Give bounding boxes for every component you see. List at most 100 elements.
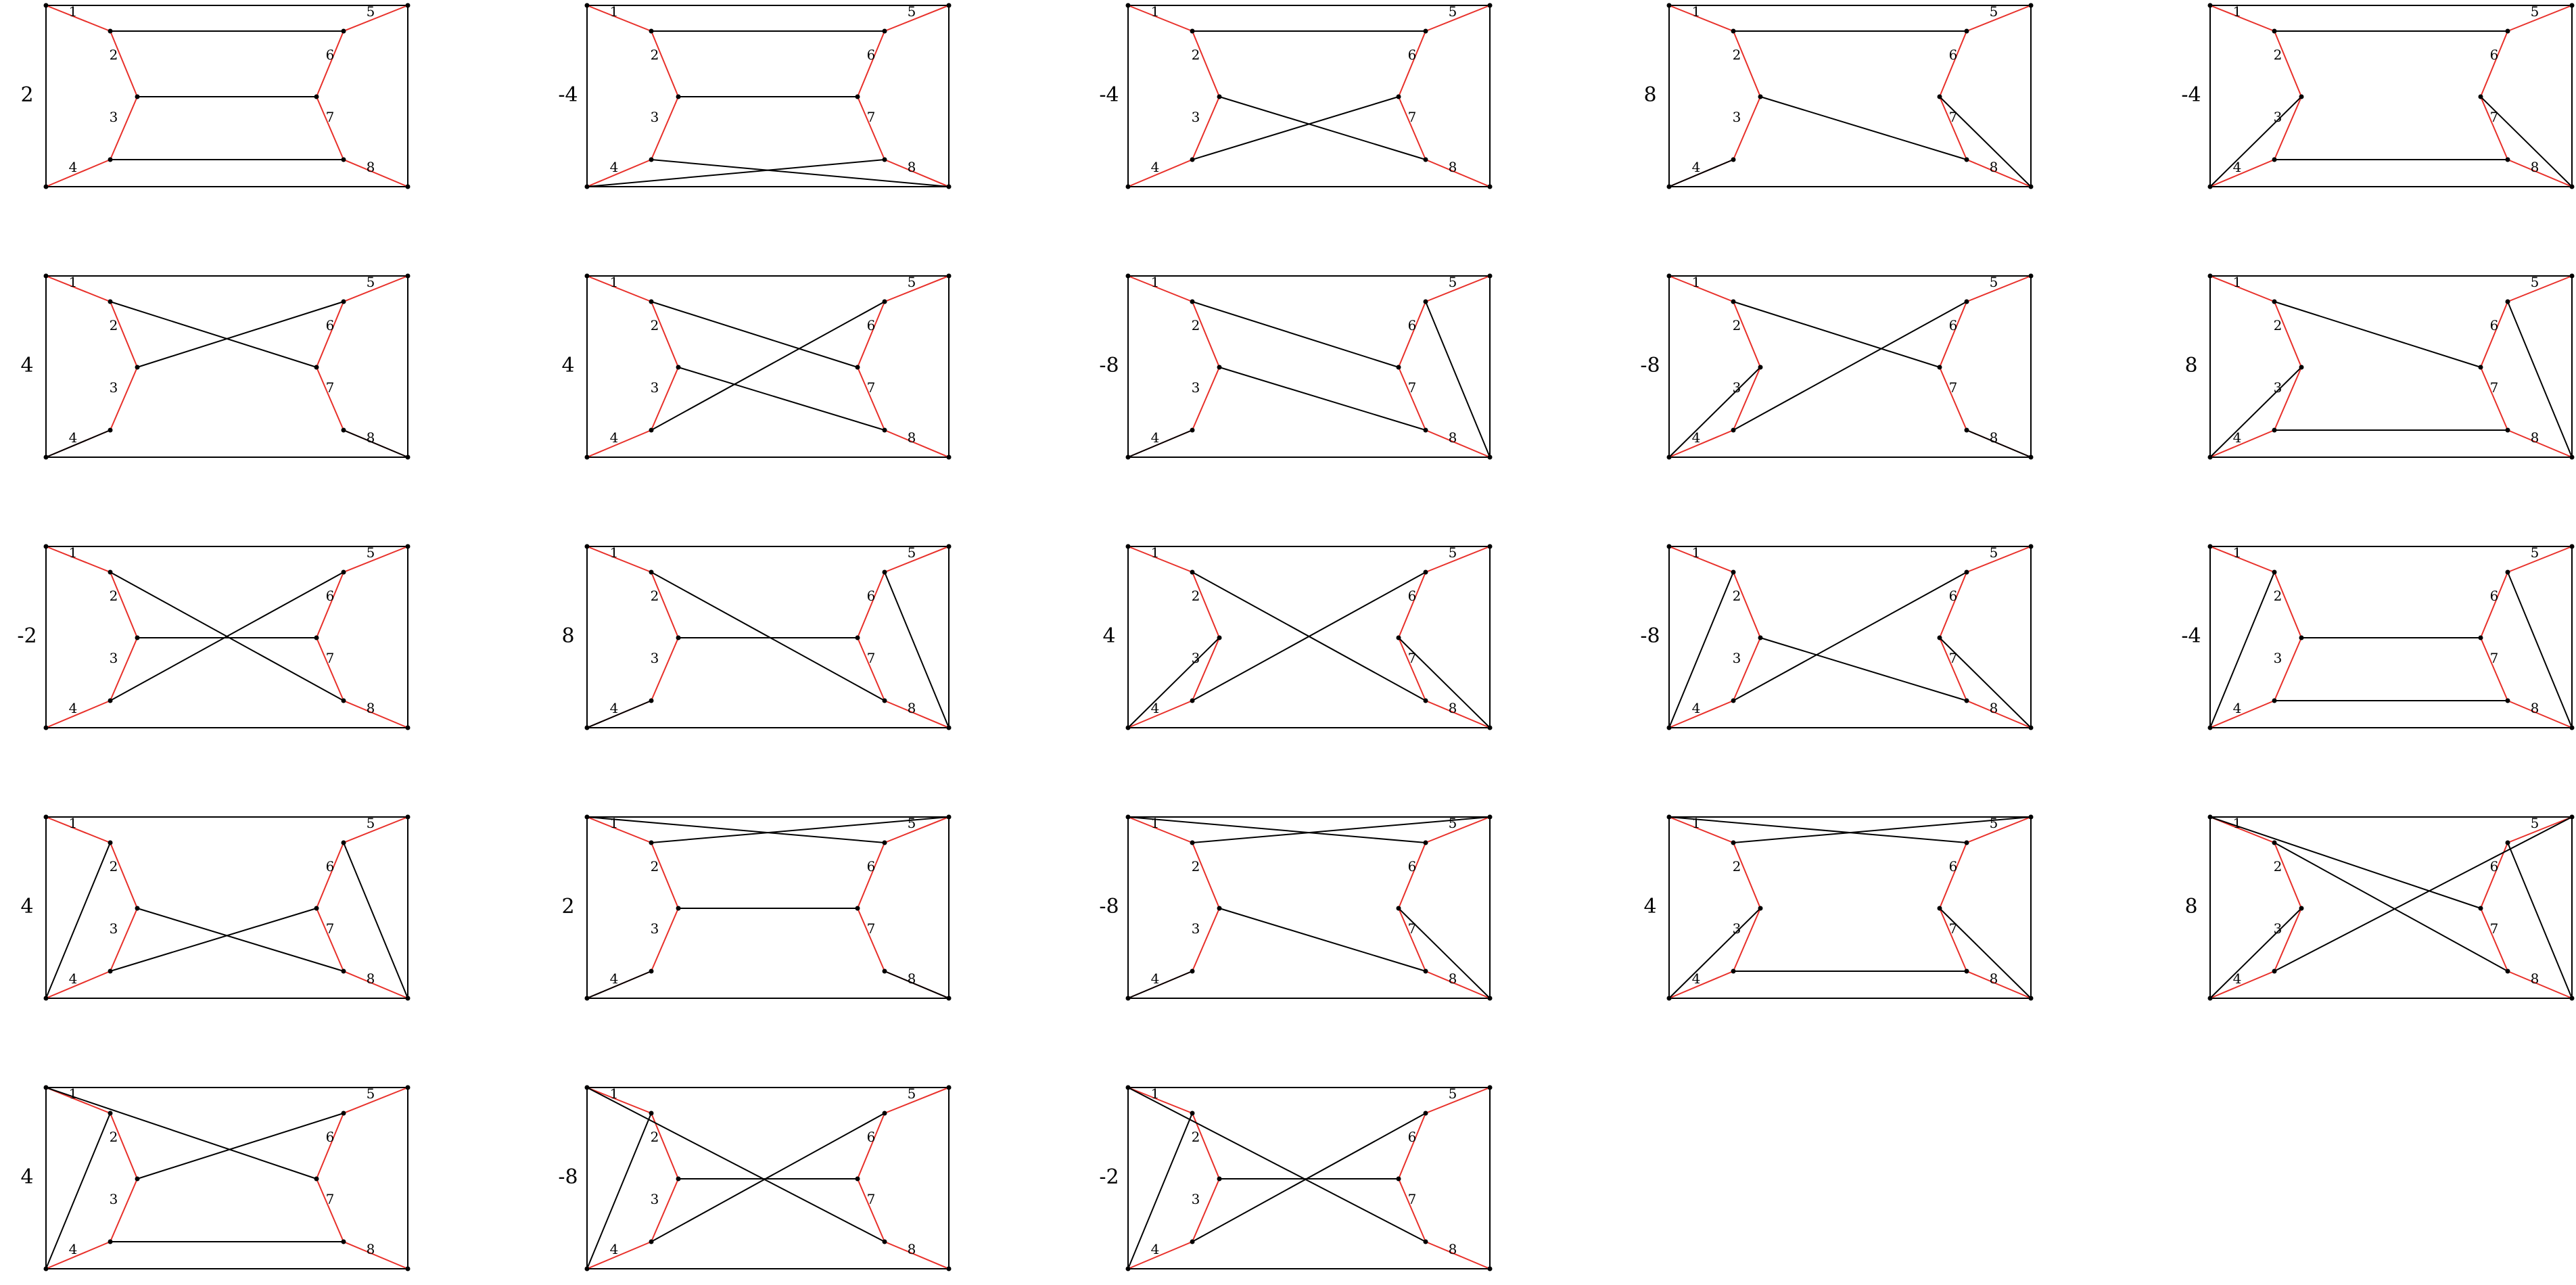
black-edge	[651, 301, 858, 368]
black-edge	[110, 571, 344, 701]
red-edge	[110, 842, 138, 909]
node-label: 6	[867, 588, 876, 604]
vertex	[2505, 157, 2510, 162]
red-edge	[1939, 367, 1967, 431]
red-edge	[2209, 971, 2275, 999]
vertex	[43, 725, 49, 730]
node-label: 3	[651, 379, 659, 396]
node-label: 3	[110, 920, 118, 937]
node-label: 6	[2490, 317, 2499, 333]
vertex	[1964, 968, 1969, 974]
node-label: 7	[1408, 379, 1417, 396]
vertex	[43, 454, 49, 460]
node-label: 1	[69, 815, 78, 831]
vertex	[1396, 906, 1401, 911]
red-edge	[1668, 546, 1734, 573]
black-edge	[586, 1113, 652, 1269]
vertex	[341, 427, 346, 433]
black-edge	[1127, 637, 1220, 728]
node-label: 5	[908, 1085, 916, 1102]
vertex	[1487, 273, 1493, 279]
node-label: 4	[69, 700, 78, 716]
node-label: 7	[326, 109, 335, 125]
vertex	[882, 427, 887, 433]
red-edge	[343, 5, 408, 32]
node-label: 8	[367, 1241, 375, 1257]
red-edge	[1668, 700, 1734, 728]
node-label: 8	[1449, 1241, 1457, 1257]
red-edge	[1939, 571, 1967, 638]
red-edge	[343, 546, 408, 573]
vertex	[1964, 840, 1969, 845]
black-edge	[1219, 367, 1426, 431]
node-label: 6	[2490, 588, 2499, 604]
node-label: 2	[1733, 47, 1741, 63]
black-edge	[651, 159, 950, 187]
vertex	[2028, 544, 2034, 549]
panel-coefficient: 4	[1643, 895, 1656, 918]
node-label: 8	[367, 429, 375, 446]
node-label: 8	[1990, 700, 1998, 716]
black-edge	[1219, 96, 1426, 160]
node-label: 5	[1990, 544, 1998, 561]
red-edge	[1127, 5, 1193, 32]
vertex	[1487, 725, 1493, 730]
red-edge	[343, 275, 408, 302]
node-label: 4	[610, 971, 619, 987]
red-edge	[2480, 301, 2508, 368]
red-edge	[316, 367, 344, 431]
red-edge	[1192, 842, 1220, 909]
red-edge	[1192, 96, 1220, 160]
node-label: 7	[1949, 920, 1958, 937]
node-label: 8	[1990, 159, 1998, 175]
node-label: 6	[1408, 588, 1417, 604]
vertex	[1731, 427, 1736, 433]
red-edge	[884, 5, 950, 32]
red-edge	[1192, 908, 1220, 972]
vertex	[314, 635, 319, 640]
vertex	[43, 273, 49, 279]
red-edge	[884, 429, 950, 458]
vertex	[946, 273, 952, 279]
vertex	[1190, 157, 1195, 162]
vertex	[2207, 996, 2213, 1001]
red-edge	[2209, 159, 2275, 187]
vertex	[405, 544, 411, 549]
node-label: 1	[1151, 274, 1160, 290]
vertex	[649, 427, 654, 433]
red-edge	[2209, 700, 2275, 728]
vertex	[1190, 299, 1195, 304]
red-edge	[316, 1113, 344, 1179]
node-label: 6	[867, 1129, 876, 1145]
vertex	[1964, 28, 1969, 34]
node-label: 3	[651, 1191, 659, 1207]
node-label: 3	[110, 1191, 118, 1207]
vertex	[1217, 1176, 1222, 1182]
vertex	[314, 906, 319, 911]
red-edge	[2274, 301, 2302, 368]
red-edge	[2507, 546, 2573, 573]
black-edge	[2507, 301, 2573, 458]
node-label: 5	[2531, 274, 2539, 290]
node-label: 5	[908, 3, 916, 20]
black-edge	[2480, 96, 2573, 187]
red-edge	[316, 1178, 344, 1242]
vertex	[1217, 365, 1222, 370]
vertex	[2299, 906, 2304, 911]
vertex	[584, 454, 590, 460]
node-label: 1	[69, 274, 78, 290]
node-label: 1	[1151, 1085, 1160, 1102]
panel-coefficient: -8	[1640, 354, 1660, 377]
vertex	[314, 365, 319, 370]
vertex	[1125, 454, 1131, 460]
red-edge	[1939, 96, 1967, 160]
node-label: 8	[1990, 971, 1998, 987]
node-label: 2	[2274, 317, 2282, 333]
vertex	[1423, 299, 1428, 304]
node-label: 6	[1408, 47, 1417, 63]
